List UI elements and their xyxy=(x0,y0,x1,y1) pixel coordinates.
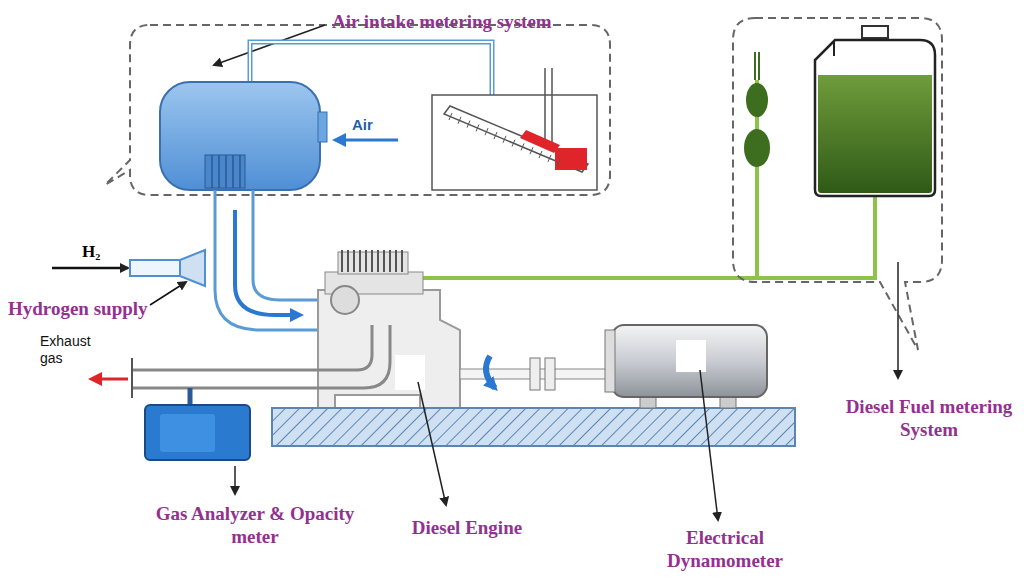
cooling-fin xyxy=(341,250,343,272)
scale-tick xyxy=(530,147,533,154)
scale-tick xyxy=(503,136,506,143)
cooling-fin xyxy=(377,250,379,272)
cooling-fin xyxy=(371,250,373,272)
part-label: Electrical Dynamometer xyxy=(650,527,800,573)
scale-tick xyxy=(467,121,470,128)
cooling-fin xyxy=(359,250,361,272)
part-label: H₂ xyxy=(82,242,122,262)
cooling-fin xyxy=(353,250,355,272)
cooling-fin xyxy=(389,250,391,272)
scale-tick xyxy=(458,117,461,124)
scale-tick xyxy=(512,140,515,147)
part-label: Exhaust gas xyxy=(40,333,96,367)
scale-tick xyxy=(485,128,488,135)
scale-tick xyxy=(548,155,551,162)
cooling-fin xyxy=(395,250,397,272)
part-label: Hydrogen supply xyxy=(8,298,188,321)
scale-tick xyxy=(539,151,542,158)
part-label: Air xyxy=(352,116,392,134)
cooling-fin xyxy=(401,250,403,272)
scale-tick xyxy=(521,143,524,150)
part-label: Diesel Fuel metering System xyxy=(838,396,1020,442)
scale-tick xyxy=(557,159,560,166)
scale-tick xyxy=(494,132,497,139)
part-label: Diesel Engine xyxy=(392,517,542,540)
scale-tick xyxy=(476,124,479,131)
part-label: Air intake metering system xyxy=(332,11,632,34)
part-label: Gas Analyzer & Opacity meter xyxy=(150,503,360,549)
scale-tick xyxy=(449,113,452,120)
cooling-fin xyxy=(383,250,385,272)
cooling-fin xyxy=(365,250,367,272)
cooling-fin xyxy=(347,250,349,272)
